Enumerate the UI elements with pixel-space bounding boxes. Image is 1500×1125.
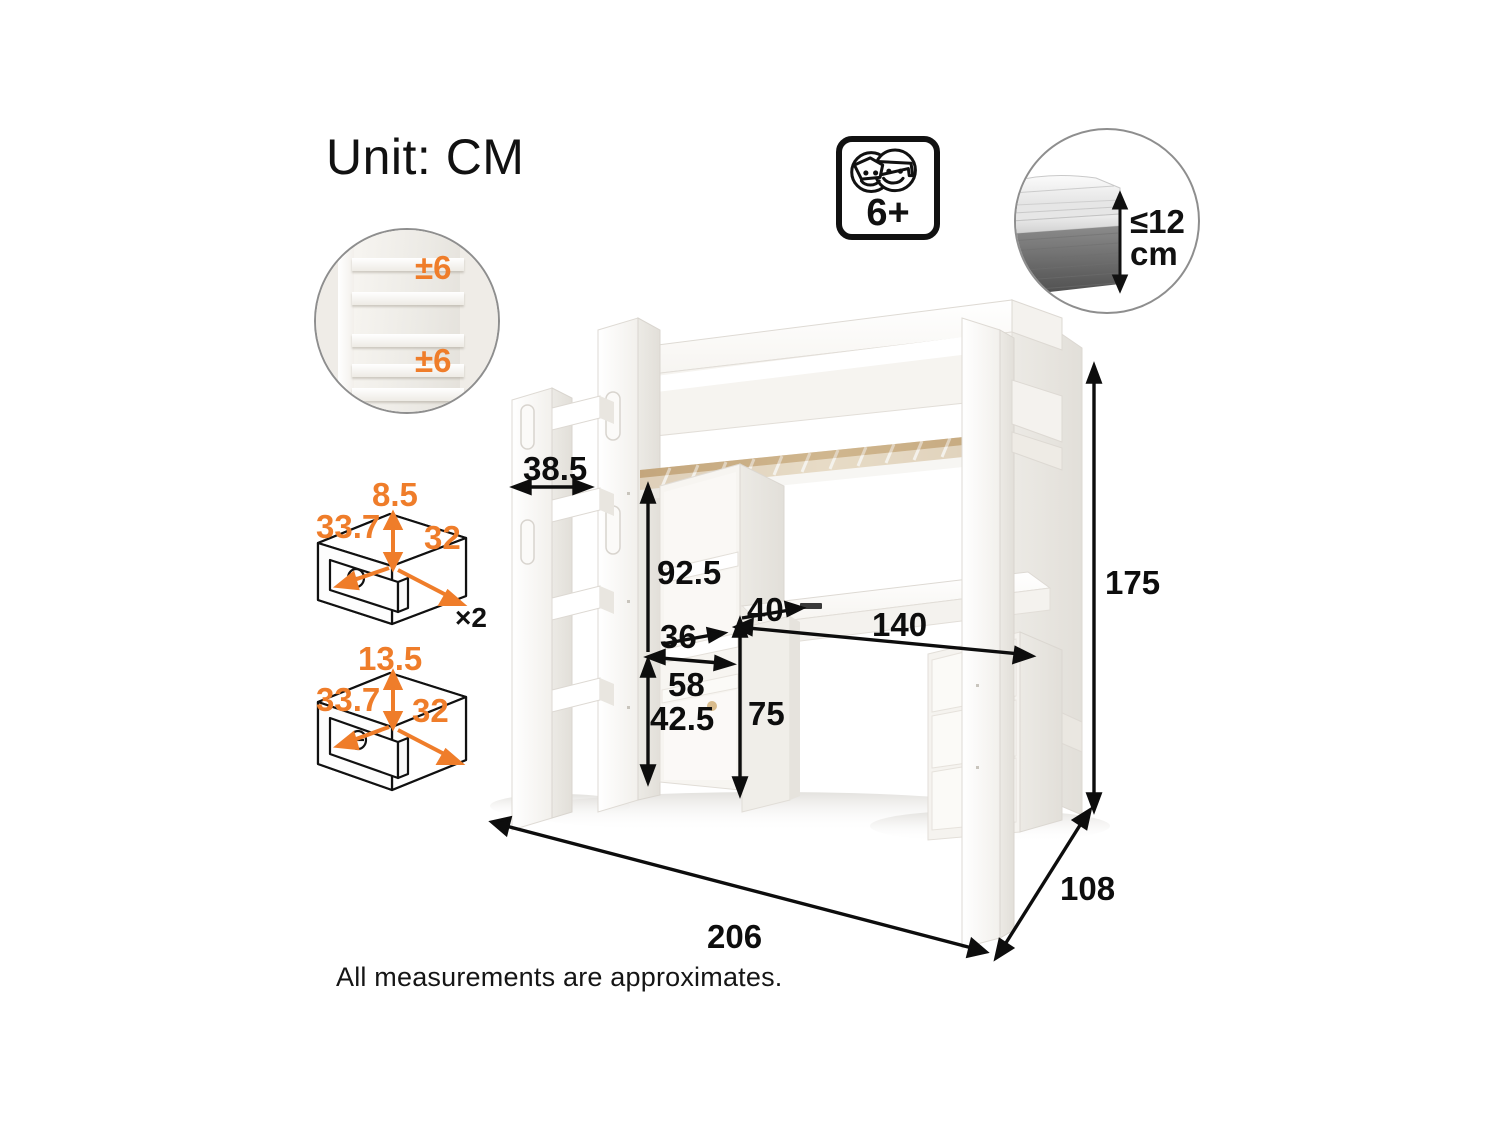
ladder-rung bbox=[352, 292, 464, 305]
dimline-shelf-height bbox=[639, 481, 657, 652]
dim-label-overall-length: 206 bbox=[707, 918, 763, 955]
drawer2-height-arrow bbox=[382, 668, 404, 732]
dimline-overall-height bbox=[1085, 361, 1103, 815]
mattress-cross-section-icon bbox=[1016, 175, 1129, 296]
ladder-side-rail bbox=[338, 230, 356, 412]
drawer1-height-label: 8.5 bbox=[372, 476, 418, 513]
ladder-spacing-label-bottom: ±6 bbox=[415, 342, 452, 379]
drawer2-height-label: 13.5 bbox=[358, 640, 423, 677]
dim-label-overall-depth: 108 bbox=[1060, 870, 1116, 907]
mattress-thickness-value: ≤12 bbox=[1130, 203, 1185, 240]
page-title: Unit: CM bbox=[326, 129, 525, 185]
handle-slot bbox=[520, 404, 535, 450]
ladder-spacing-label-top: ±6 bbox=[415, 249, 452, 286]
drawer1-depth-label: 33.7 bbox=[316, 508, 381, 545]
dim-label-overall-height: 175 bbox=[1105, 564, 1161, 601]
dim-label-shelf-lower-height: 42.5 bbox=[650, 700, 715, 737]
ladder-rung bbox=[352, 334, 464, 347]
drawer1-quantity-label: ×2 bbox=[455, 602, 487, 633]
dim-label-shelf-width: 58 bbox=[668, 666, 705, 703]
footnote-text: All measurements are approximates. bbox=[336, 962, 783, 992]
mattress-thickness-unit: cm bbox=[1130, 235, 1178, 272]
slat-base bbox=[640, 432, 1012, 500]
mattress-thickness-label: ≤12 cm bbox=[1130, 203, 1185, 272]
headboard-panel bbox=[597, 317, 661, 813]
ladder-spacing-callout bbox=[314, 228, 500, 414]
ladder-rung bbox=[352, 258, 464, 271]
dim-label-ladder-width: 38.5 bbox=[523, 450, 588, 487]
guard-rail-gap bbox=[640, 334, 986, 394]
drawer1-width-label: 32 bbox=[424, 519, 461, 556]
dim-label-desk-width: 140 bbox=[872, 606, 928, 643]
guard-rail-near-right bbox=[1011, 299, 1063, 471]
front-right-post bbox=[961, 317, 1015, 949]
drawer2-width-arrow bbox=[397, 728, 466, 765]
drawer1-width-arrow bbox=[397, 568, 468, 606]
ladder-rung-group bbox=[551, 395, 614, 713]
dim-label-shelf-height: 92.5 bbox=[657, 554, 722, 591]
age-badge: 6+ bbox=[836, 136, 940, 240]
dim-label-shelf-depth: 36 bbox=[660, 618, 697, 655]
dim-label-desk-height: 75 bbox=[748, 695, 785, 732]
drawer2-width-label: 32 bbox=[412, 692, 449, 729]
mattress-thickness-callout: ≤12 cm bbox=[1014, 128, 1200, 314]
drawer-unit bbox=[927, 631, 1063, 841]
drawer-face bbox=[931, 638, 1017, 713]
drawer-face bbox=[931, 757, 1017, 831]
handle-slot bbox=[605, 391, 621, 441]
drawer-face bbox=[931, 699, 1017, 769]
handle-slot bbox=[605, 505, 621, 555]
ladder-rung bbox=[352, 388, 464, 401]
guard-rail-far bbox=[617, 299, 1013, 441]
right-end-frame bbox=[969, 299, 1083, 816]
drawer1-depth-arrow bbox=[332, 566, 390, 591]
floor-shadow-group bbox=[490, 792, 1110, 842]
handle-slot bbox=[520, 519, 535, 565]
ladder-rung bbox=[352, 364, 464, 377]
desk-cable-slot bbox=[800, 603, 822, 609]
drawer2-depth-arrow bbox=[332, 725, 390, 751]
dimline-desk-height bbox=[731, 615, 749, 799]
drawer2-depth-label: 33.7 bbox=[316, 681, 381, 718]
drawer1-height-arrow bbox=[382, 509, 404, 573]
age-badge-label: 6+ bbox=[866, 192, 910, 234]
dim-label-desk-depth: 40 bbox=[747, 591, 784, 628]
